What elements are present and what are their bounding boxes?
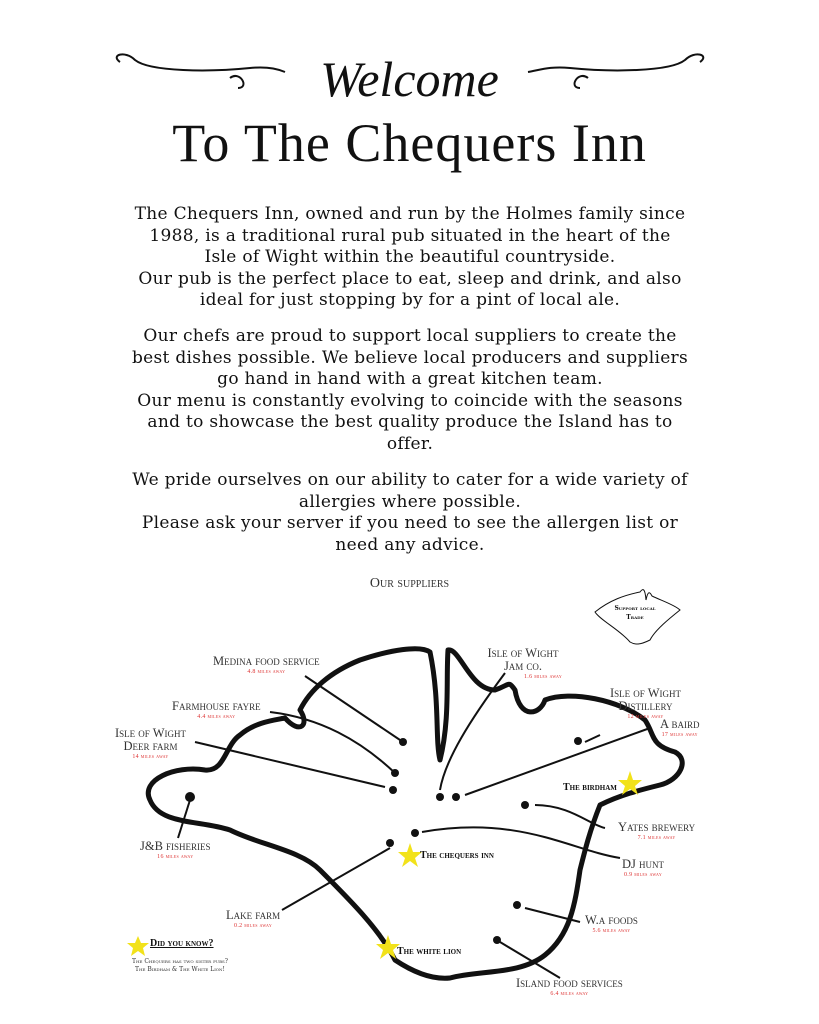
supplier-name: Island food services	[516, 976, 623, 990]
badge-island-icon	[594, 589, 681, 645]
supplier-distance: 4.4 miles away	[197, 714, 236, 720]
text-line: need any advice.	[335, 534, 485, 555]
pub-label-white-lion: The white lion	[397, 946, 462, 957]
supplier-distance: 0.2 miles away	[234, 923, 273, 929]
supplier-name: Isle of Wight	[115, 726, 186, 740]
supplier-distance: 5.6 miles away	[592, 928, 631, 934]
island-outline-icon	[145, 646, 685, 981]
text-line: Our chefs are proud to support local sup…	[143, 326, 677, 346]
badge-line: Support local	[614, 605, 656, 612]
allergy-paragraph: We pride ourselves on our ability to cat…	[110, 470, 710, 556]
pub-label-birdham: The birdham	[563, 782, 617, 793]
supplier-name: W.a foods	[585, 913, 638, 927]
chefs-paragraph: Our chefs are proud to support local sup…	[110, 326, 710, 455]
text-line: Isle of Wight within the beautiful count…	[204, 247, 616, 267]
supplier-name: Medina food service	[213, 654, 320, 668]
supplier-distance: 1.6 miles away	[524, 674, 563, 680]
pub-label-chequers: The chequers inn	[420, 850, 494, 861]
supplier-distance: 14 miles away	[132, 754, 169, 760]
text-line: We pride ourselves on our ability to cat…	[132, 470, 688, 490]
text-line: allergies where possible.	[298, 491, 522, 512]
suppliers-heading: Our suppliers	[369, 576, 450, 591]
supplier-distance: 0.9 miles away	[624, 872, 663, 878]
supplier-name: Farmhouse fayre	[172, 699, 261, 713]
star-icon	[376, 935, 400, 959]
star-icon	[398, 843, 422, 867]
text-line: go hand in hand with a great kitchen tea…	[217, 369, 603, 389]
supplier-name: Yates brewery	[618, 820, 696, 834]
supplier-distance: 17 miles away	[661, 732, 698, 738]
leader-lines	[177, 672, 651, 979]
text-line: Please ask your server if you need to se…	[141, 513, 679, 533]
text-line: The Chequers Inn, owned and run by the H…	[134, 204, 686, 224]
text-line: best dishes possible. We believe local p…	[131, 347, 689, 368]
text-line: Our pub is the perfect place to eat, sle…	[138, 268, 682, 289]
supplier-name: Isle of Wight	[610, 686, 681, 700]
supplier-name: A baird	[660, 717, 700, 731]
welcome-heading: Welcome	[320, 51, 499, 107]
supplier-distance: 12 miles away	[627, 714, 664, 720]
supplier-distance: 4.8 miles away	[247, 669, 286, 675]
text-line: and to showcase the best quality produce…	[147, 412, 673, 432]
supplier-name: Lake farm	[226, 908, 281, 922]
did-you-know-heading: Did you know?	[150, 938, 214, 949]
supplier-name: Distillery	[618, 699, 673, 713]
supplier-name: Deer farm	[123, 739, 178, 753]
star-icons	[127, 771, 642, 959]
text-line: 1988, is a traditional rural pub situate…	[149, 225, 671, 246]
text-line: Our menu is constantly evolving to coinc…	[137, 390, 683, 411]
supplier-name: DJ hunt	[622, 857, 665, 871]
text-line: The Birdham & The White Lion!	[135, 966, 225, 973]
supplier-name: Isle of Wight	[487, 646, 559, 660]
right-flourish	[527, 53, 705, 89]
star-icon	[127, 936, 149, 956]
supplier-distance: 16 miles away	[157, 854, 194, 860]
supplier-dots	[185, 737, 582, 944]
left-flourish	[115, 53, 286, 89]
text-line: The Chequers has two sister pubs?	[132, 958, 228, 965]
intro-paragraph: The Chequers Inn, owned and run by the H…	[110, 204, 710, 312]
supplier-name: Jam co.	[503, 659, 543, 673]
page-title: To The Chequers Inn	[172, 113, 647, 173]
supplier-distance: 7.1 miles away	[637, 835, 676, 841]
text-line: ideal for just stopping by for a pint of…	[199, 290, 621, 310]
star-icon	[618, 771, 642, 795]
badge-line: Trade	[626, 614, 644, 621]
text-line: offer.	[386, 433, 434, 454]
supplier-name: J&B fisheries	[140, 839, 211, 853]
supplier-distance: 6.4 miles away	[550, 991, 589, 997]
did-you-know-text: The Chequers has two sister pubs?The Bir…	[120, 958, 240, 974]
